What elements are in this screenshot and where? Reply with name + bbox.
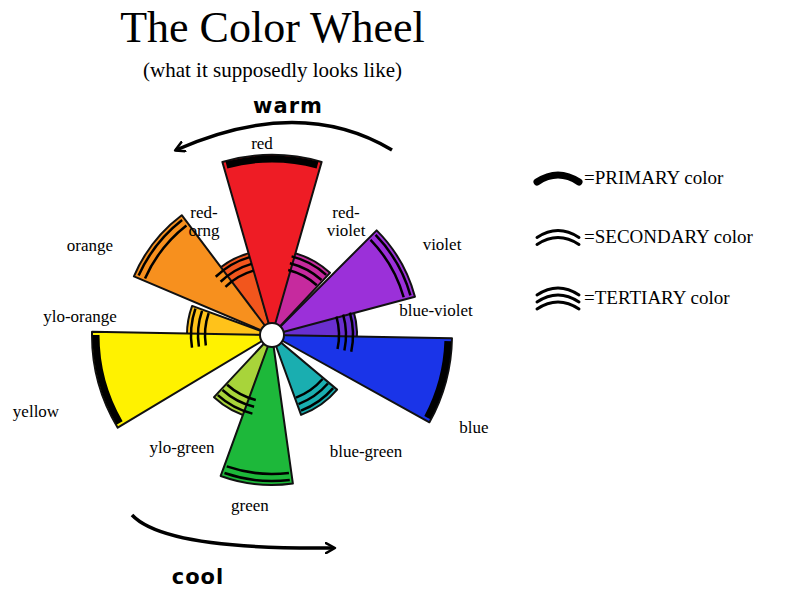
title: The Color Wheel — [0, 2, 545, 53]
color-name: yellow — [13, 403, 59, 421]
level-mark — [198, 311, 202, 347]
level-mark — [96, 335, 120, 423]
level-mark — [227, 466, 289, 474]
level-mark — [226, 159, 317, 165]
legend-text: =TERTIARY color — [584, 287, 730, 309]
level-mark — [343, 315, 346, 351]
level-mark — [296, 379, 323, 398]
color-name: red — [251, 135, 273, 153]
legend-symbol — [537, 175, 579, 182]
legend-symbol — [537, 302, 579, 309]
legend-symbol — [537, 238, 579, 245]
level-mark — [376, 235, 411, 295]
wheel-wedges — [92, 155, 452, 485]
color-wedge — [92, 332, 272, 428]
level-mark — [191, 309, 195, 348]
level-mark — [371, 240, 404, 297]
color-name: ylo-green — [149, 439, 214, 457]
direction-label: cool — [172, 566, 225, 588]
warm-arrow — [176, 123, 392, 151]
cool-arrow — [132, 515, 334, 548]
color-name: red-orng — [183, 204, 225, 240]
color-wedge — [222, 155, 321, 335]
legend-symbols — [537, 175, 579, 309]
caption: (what it supposedly looks like) — [0, 58, 545, 83]
color-name: blue-green — [330, 443, 403, 461]
level-mark — [205, 313, 209, 345]
level-mark — [336, 317, 339, 349]
level-mark — [145, 225, 186, 278]
color-name: blue-violet — [399, 302, 473, 320]
color-name: violet — [423, 236, 462, 254]
color-wedge — [272, 335, 452, 422]
hub — [260, 323, 284, 347]
level-mark — [139, 220, 182, 276]
color-name: ylo-orange — [43, 308, 117, 326]
legend-text: =PRIMARY color — [584, 167, 723, 189]
color-name: orange — [67, 237, 113, 255]
level-mark — [350, 313, 353, 352]
level-mark — [288, 270, 317, 285]
level-mark — [427, 341, 447, 417]
legend-text: =SECONDARY color — [584, 226, 753, 248]
level-mark — [225, 271, 253, 287]
direction-label: warm — [253, 95, 323, 117]
color-name: blue — [459, 419, 488, 437]
level-mark — [227, 385, 256, 400]
color-name: red-violet — [325, 204, 367, 240]
color-name: green — [231, 497, 269, 515]
